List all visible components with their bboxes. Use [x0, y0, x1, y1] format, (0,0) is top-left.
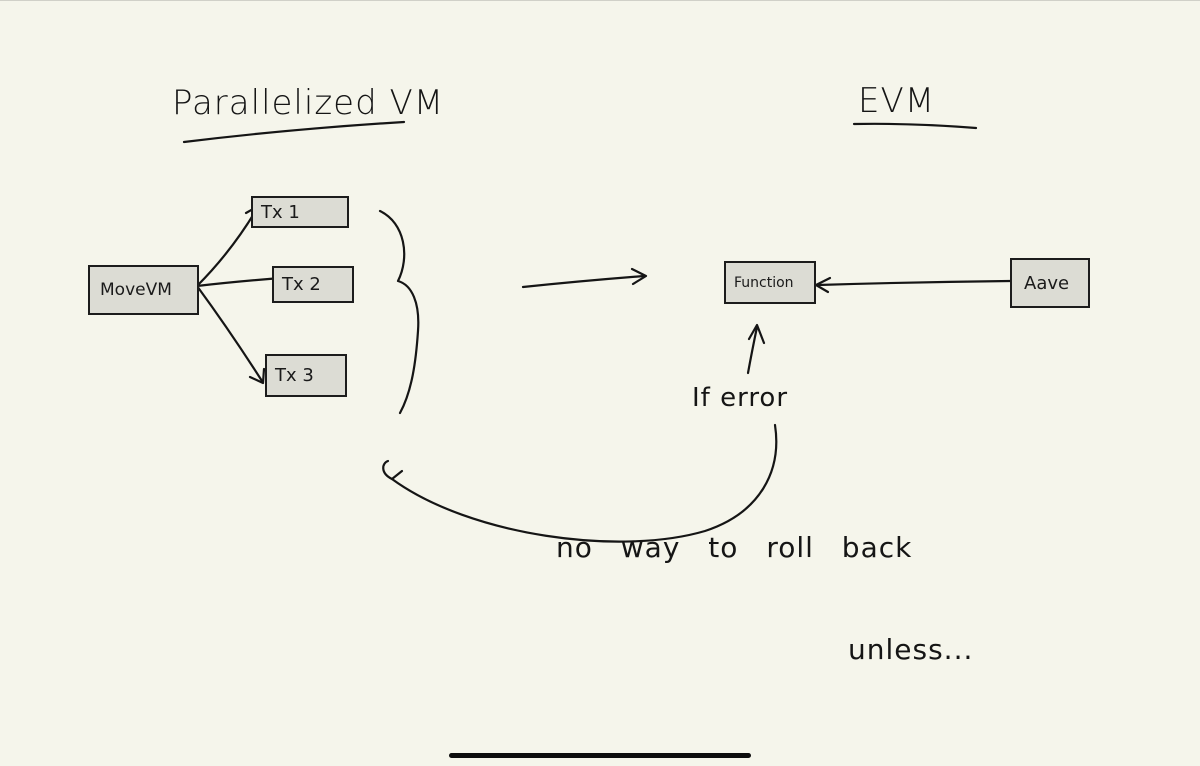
movevm-box: MoveVM: [88, 265, 199, 315]
transition-arrow-head: [630, 267, 648, 286]
if-error-label: If error: [692, 383, 789, 413]
tx3-box: Tx 3: [265, 354, 347, 397]
arrow-to-tx3-head: [248, 367, 266, 385]
home-indicator-bar: [449, 753, 751, 758]
rollback-curve-head: [382, 459, 404, 481]
transition-arrow: [521, 274, 646, 289]
rollback-curve: [390, 423, 778, 543]
error-up-arrow-head: [747, 323, 766, 345]
parallelized-vm-underline: [182, 120, 406, 144]
evm-title: EVM: [858, 81, 936, 121]
rollback-note: no way to roll back: [556, 531, 913, 564]
aave-to-function-arrow-head: [814, 276, 832, 294]
function-box: Function: [724, 261, 816, 304]
unless-note: unless...: [848, 633, 974, 666]
evm-underline: [852, 122, 978, 130]
error-up-arrow: [746, 325, 759, 375]
parallelized-vm-title: Parallelized VM: [172, 83, 445, 123]
tx1-box: Tx 1: [251, 196, 349, 228]
tx2-box: Tx 2: [272, 266, 354, 303]
arrow-to-tx3: [195, 284, 264, 383]
aave-box: Aave: [1010, 258, 1090, 308]
tx-group-brace: [378, 209, 420, 415]
arrow-to-tx1: [195, 205, 260, 288]
aave-to-function-arrow: [816, 279, 1012, 287]
